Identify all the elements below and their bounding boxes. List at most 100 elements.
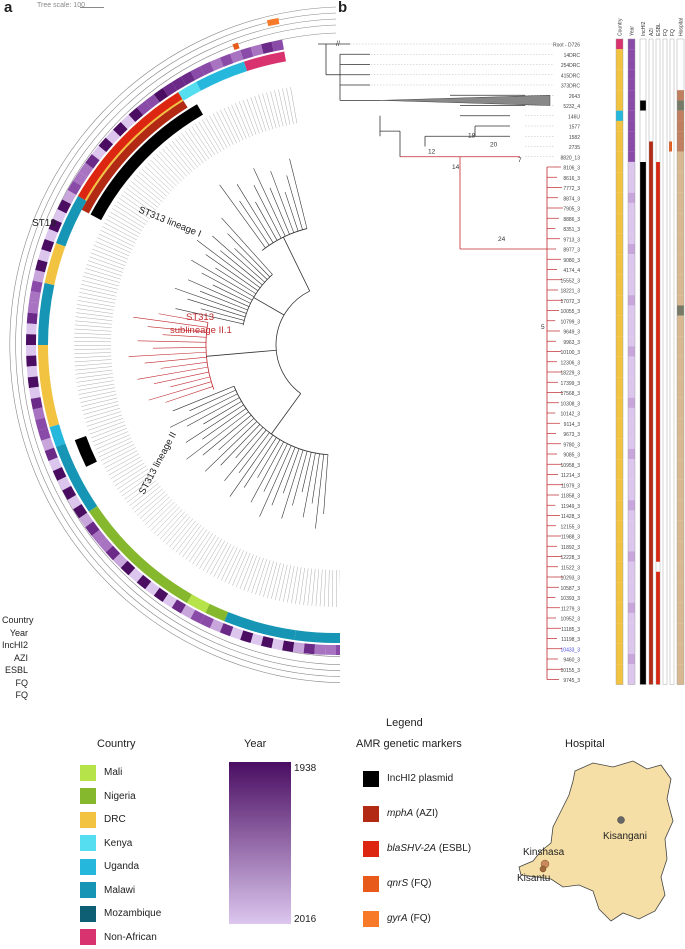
taxon-label: 9085_3 bbox=[563, 453, 580, 459]
city-label-kisangani: Kisangani bbox=[603, 831, 647, 842]
tree-branch bbox=[239, 433, 269, 473]
amr-swatch bbox=[363, 841, 379, 857]
tree-branch bbox=[203, 401, 241, 424]
tip-label-tick bbox=[92, 249, 126, 263]
tip-label-tick bbox=[189, 531, 210, 562]
tip-label-tick bbox=[97, 438, 131, 453]
country-cell bbox=[616, 664, 623, 674]
year-cell bbox=[628, 223, 635, 233]
tip-label-tick bbox=[225, 549, 241, 583]
tip-label-tick bbox=[217, 112, 234, 145]
node-label: 5 bbox=[541, 324, 545, 331]
hospital-cell bbox=[677, 193, 684, 203]
tip-label-tick bbox=[137, 491, 165, 515]
hospital-cell bbox=[677, 603, 684, 613]
hospital-cell bbox=[677, 172, 684, 182]
taxon-label: 10433_3 bbox=[561, 647, 581, 653]
hospital-cell bbox=[677, 674, 684, 684]
country-cell bbox=[616, 80, 623, 90]
tip-label-tick bbox=[102, 226, 135, 243]
year-max-label: 1938 bbox=[294, 763, 316, 774]
tree-branch bbox=[186, 412, 248, 459]
legend-country-uganda: Uganda bbox=[80, 855, 161, 879]
internal-branch bbox=[271, 394, 300, 434]
taxon-label: 17568_3 bbox=[561, 391, 581, 397]
hospital-cell bbox=[677, 295, 684, 305]
ring-label-year: Year bbox=[2, 627, 28, 640]
tree-branch bbox=[161, 362, 207, 368]
tree-branch bbox=[153, 347, 206, 348]
tip-label-tick bbox=[287, 566, 294, 602]
tip-label-tick bbox=[244, 556, 257, 591]
tip-label-tick bbox=[165, 146, 189, 174]
city-marker-kisangani bbox=[618, 817, 625, 824]
tip-label-tick bbox=[76, 313, 113, 318]
tip-label-tick bbox=[74, 349, 111, 350]
taxon-label: 17399_3 bbox=[561, 381, 581, 387]
taxon-label: 10393_3 bbox=[561, 596, 581, 602]
tip-label-tick bbox=[162, 149, 187, 177]
tree-branch bbox=[254, 185, 281, 238]
node-label: 14 bbox=[452, 164, 460, 171]
legend-title: Legend bbox=[386, 717, 423, 729]
year-cell bbox=[628, 90, 635, 100]
year-ring-segment bbox=[28, 302, 39, 314]
tree-branch bbox=[203, 415, 251, 455]
year-cell bbox=[628, 572, 635, 582]
legend-country-mozambique: Mozambique bbox=[80, 902, 161, 926]
year-cell bbox=[628, 603, 635, 613]
circular-phylogeny: ST19 ST313 lineage I ST313 sublineage II… bbox=[0, 0, 340, 710]
year-ring-segment bbox=[26, 355, 37, 366]
year-cell bbox=[628, 418, 635, 428]
root-break-mark: // bbox=[336, 41, 340, 48]
tree-branch bbox=[236, 427, 263, 458]
taxon-label: 8616_3 bbox=[563, 176, 580, 182]
taxon-label: Root - D726 bbox=[553, 43, 580, 49]
tree-branch bbox=[255, 202, 277, 241]
hospital-cell bbox=[677, 264, 684, 274]
hospital-cell bbox=[677, 398, 684, 408]
tip-label-tick bbox=[97, 238, 131, 253]
country-cell bbox=[616, 244, 623, 254]
tip-label-tick bbox=[235, 103, 249, 137]
year-cell bbox=[628, 254, 635, 264]
year-cell bbox=[628, 613, 635, 623]
amr-legend-title: AMR genetic markers bbox=[356, 738, 462, 750]
taxon-label: 9673_3 bbox=[563, 432, 580, 438]
country-cell bbox=[616, 521, 623, 531]
taxon-label: 17072_3 bbox=[561, 299, 581, 305]
year-cell bbox=[628, 131, 635, 141]
taxon-label: 8977_3 bbox=[563, 248, 580, 254]
hospital-cell bbox=[677, 377, 684, 387]
country-cell bbox=[616, 531, 623, 541]
tip-label-tick bbox=[131, 182, 160, 205]
year-cell bbox=[628, 305, 635, 315]
amr-swatch bbox=[363, 876, 379, 892]
year-cell bbox=[628, 152, 635, 162]
hospital-cell bbox=[677, 490, 684, 500]
taxon-label: 2643 bbox=[569, 94, 580, 100]
hospital-cell bbox=[677, 182, 684, 192]
tip-label-tick bbox=[76, 317, 113, 321]
hospital-cell bbox=[677, 644, 684, 654]
year-min-label: 2016 bbox=[294, 914, 316, 925]
hospital-cell bbox=[677, 223, 684, 233]
tip-label-tick bbox=[74, 352, 111, 353]
column-border bbox=[663, 39, 667, 685]
tip-label-tick bbox=[160, 512, 185, 539]
tip-label-tick bbox=[142, 169, 169, 194]
fq-cell bbox=[669, 142, 672, 152]
ring-label-inchi2: IncHI2 bbox=[2, 639, 28, 652]
tip-label-tick bbox=[74, 337, 111, 338]
year-cell bbox=[628, 398, 635, 408]
hospital-cell bbox=[677, 439, 684, 449]
year-cell bbox=[628, 295, 635, 305]
country-cell bbox=[616, 100, 623, 110]
inchi2-column bbox=[640, 162, 646, 685]
tree-branch bbox=[220, 251, 262, 285]
country-cell bbox=[616, 111, 623, 121]
year-ring-segment bbox=[29, 387, 41, 399]
city-marker-kisantu bbox=[540, 866, 546, 872]
year-cell bbox=[628, 70, 635, 80]
tip-label-tick bbox=[279, 565, 287, 601]
